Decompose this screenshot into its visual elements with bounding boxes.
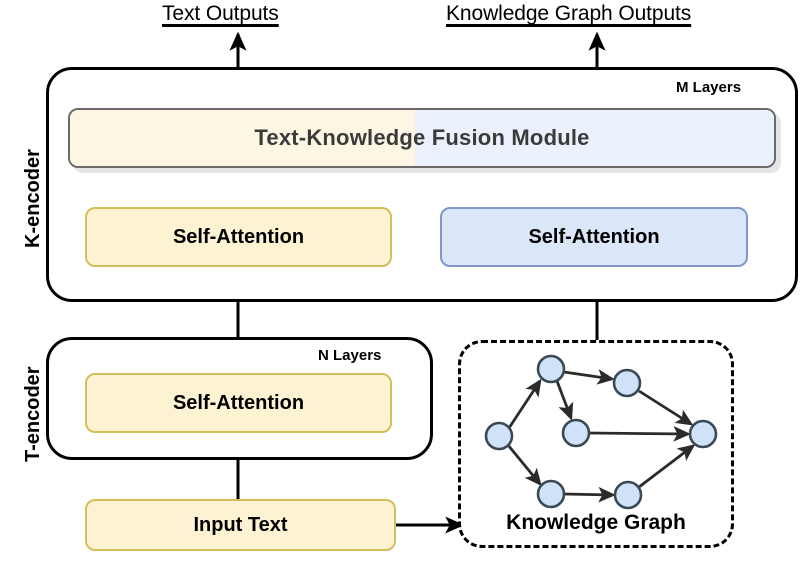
knowledge-graph-outputs-label: Knowledge Graph Outputs <box>446 2 692 25</box>
fusion-module-text-half <box>70 110 415 166</box>
t-encoder-label: T-encoder <box>22 366 44 462</box>
k-encoder-layers-caption: M Layers <box>676 79 742 96</box>
t-encoder-self-attention-label: Self-Attention <box>172 391 305 414</box>
k-encoder-text-self-attention[interactable]: Self-Attention <box>85 207 392 267</box>
input-text-box[interactable]: Input Text <box>85 499 396 551</box>
text-knowledge-fusion-module[interactable]: Text-Knowledge Fusion Module <box>68 108 776 168</box>
k-encoder-label: K-encoder <box>22 149 44 248</box>
t-encoder-self-attention[interactable]: Self-Attention <box>85 373 392 433</box>
fusion-module-label: Text-Knowledge Fusion Module <box>254 125 590 150</box>
k-encoder-graph-self-attention-label: Self-Attention <box>528 225 660 248</box>
input-text-label: Input Text <box>193 513 288 536</box>
k-encoder-graph-self-attention[interactable]: Self-Attention <box>440 207 748 267</box>
fusion-module-graph-half <box>414 110 774 166</box>
knowledge-graph-caption: Knowledge Graph <box>506 511 686 534</box>
text-outputs-label: Text Outputs <box>162 2 279 25</box>
t-encoder-layers-caption: N Layers <box>318 347 382 364</box>
k-encoder-text-self-attention-label: Self-Attention <box>172 225 305 248</box>
